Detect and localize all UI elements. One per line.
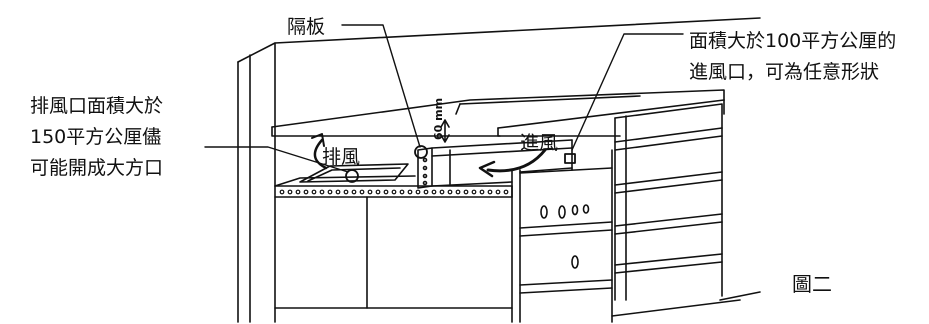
exhaust-requirement-line3: 可能開成大方口 [30, 157, 164, 179]
dimension-arrow [440, 119, 450, 143]
back-panel [237, 17, 761, 323]
exhaust-airflow-arrow [311, 133, 328, 170]
divider-label: 隔板 [287, 16, 326, 38]
right-drawer-stack [614, 103, 723, 301]
gap-dimension-label: 60 mm [432, 97, 445, 140]
intake-requirement-line1: 面積大於100平方公厘的 [689, 30, 897, 52]
exhaust-vent-tray [299, 163, 409, 183]
divider-plate [417, 139, 573, 189]
exhaust-requirement-line1: 排風口面積大於 [30, 95, 164, 117]
intake-flow-label: 進風 [520, 132, 559, 154]
perforation-holes [279, 189, 509, 195]
perforated-shelf [274, 175, 513, 198]
center-drawers [511, 149, 613, 323]
figure-caption: 圖二 [792, 272, 832, 296]
intake-airflow-arrow [478, 148, 547, 178]
vent-markers [345, 145, 576, 183]
leader-lines [204, 24, 684, 173]
exhaust-requirement-line2: 150平方公厘儘 [30, 126, 162, 148]
lower-cabinet [274, 196, 761, 317]
exhaust-flow-label: 排風 [322, 146, 361, 168]
intake-requirement-line2: 進風口，可為任意形狀 [689, 61, 880, 83]
